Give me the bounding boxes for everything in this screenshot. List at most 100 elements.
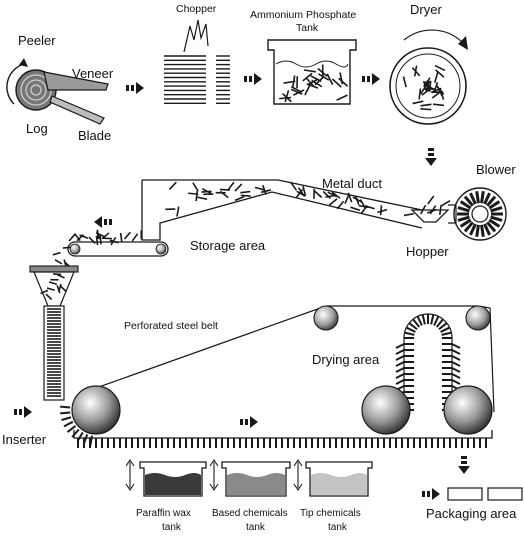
dryer-arrow-head-icon xyxy=(458,36,468,50)
storage-conveyor-icon xyxy=(68,242,168,256)
perforated-belt-label: Perforated steel belt xyxy=(124,320,218,332)
based-tank-group: Based chemicals tank xyxy=(210,460,290,533)
splint-icon xyxy=(404,214,414,216)
paraffin-lift-arrow-icon xyxy=(126,460,134,490)
inserter-group: Inserter xyxy=(2,266,78,447)
splint-icon xyxy=(279,97,291,98)
splint-icon xyxy=(121,233,122,242)
splint-icon xyxy=(235,184,242,191)
splint-icon xyxy=(240,192,250,193)
based-label-line2: tank xyxy=(246,522,266,533)
splint-icon xyxy=(193,183,198,192)
loop-splint-icon xyxy=(396,368,404,372)
belt-splint-icon xyxy=(60,412,70,413)
dryer-rotation-arrow-icon xyxy=(404,30,462,42)
splint-icon xyxy=(100,235,101,244)
splint-icon xyxy=(381,205,382,215)
hopper-label: Hopper xyxy=(406,244,449,259)
splint-icon xyxy=(428,196,434,204)
belt-roller-right-icon xyxy=(444,386,492,434)
matchbox-2-icon xyxy=(488,488,522,500)
loop-splint-icon xyxy=(396,344,404,348)
belt-splint-icon xyxy=(60,407,70,408)
loop-splint-icon xyxy=(452,368,460,372)
tip-lift-arrow-icon xyxy=(294,460,302,490)
inserter-chute-icon xyxy=(44,306,64,400)
belt-splint-icon xyxy=(64,422,73,427)
flow-arrow-3-icon xyxy=(362,73,380,85)
steel-belt-group: Perforated steel belt Drying area xyxy=(60,306,494,448)
loop-splint-icon xyxy=(452,356,460,360)
loop-splint-icon xyxy=(431,315,433,325)
paraffin-label-line2: tank xyxy=(162,522,182,533)
log-label: Log xyxy=(26,121,48,136)
loop-splint-icon xyxy=(452,380,460,384)
belt-splint-icon xyxy=(90,436,92,446)
loop-splint-icon xyxy=(441,328,450,332)
splint-icon xyxy=(177,207,179,217)
splint-icon xyxy=(351,207,360,210)
splint-icon xyxy=(228,182,234,190)
hopper-group: Hopper xyxy=(406,196,450,259)
belt-roller-top-left-icon xyxy=(314,306,338,330)
metal-duct-label: Metal duct xyxy=(322,176,382,191)
fan-blade-icon xyxy=(482,191,484,203)
belt-roller-top-right-icon xyxy=(466,306,490,330)
splint-icon xyxy=(169,182,176,189)
belt-lower-path xyxy=(74,430,492,438)
metal-duct-group: Metal duct xyxy=(142,176,422,240)
loop-splint-icon xyxy=(396,362,404,366)
tip-label-line1: Tip chemicals xyxy=(300,508,361,519)
splint-icon xyxy=(124,232,130,239)
splint-icon xyxy=(420,109,431,110)
dryer-label: Dryer xyxy=(410,2,442,17)
down-arrow-to-hopper-icon xyxy=(425,148,437,166)
belt-roller-left-icon xyxy=(72,386,120,434)
loop-splint-icon xyxy=(423,315,425,325)
fan-blade-icon xyxy=(477,191,479,203)
flow-arrow-left-icon xyxy=(94,216,112,228)
tip-tank-group: Tip chemicals tank xyxy=(294,460,372,533)
loop-splint-icon xyxy=(405,333,415,335)
splint-icon xyxy=(197,197,207,199)
storage-area-group: Storage area xyxy=(68,230,266,256)
dryer-group: Dryer xyxy=(390,2,468,124)
blower-hub-icon xyxy=(472,206,488,222)
splint-icon xyxy=(377,210,387,213)
storage-roller-right-icon xyxy=(156,244,166,254)
loop-splint-icon xyxy=(396,380,404,384)
matchbox-1-icon xyxy=(448,488,482,500)
splint-icon xyxy=(348,193,351,202)
belt-splint-icon xyxy=(72,430,79,438)
splint-icon xyxy=(196,191,197,201)
flow-arrow-inserter-icon xyxy=(14,406,32,418)
loop-splint-icon xyxy=(452,362,460,366)
flow-arrow-packaging-icon xyxy=(422,488,440,500)
chopped-strips-icon xyxy=(216,56,230,103)
blower-group: Blower xyxy=(448,162,516,240)
belt-splint-icon xyxy=(78,432,83,441)
flow-arrow-2-icon xyxy=(244,73,262,85)
loop-splint-icon xyxy=(406,328,415,332)
loop-splint-icon xyxy=(396,356,404,360)
belt-splint-icon xyxy=(61,417,71,420)
splint-icon xyxy=(241,195,251,196)
loop-splint-icon xyxy=(442,333,452,335)
fan-blade-icon xyxy=(482,225,484,237)
down-arrow-packaging-icon xyxy=(458,456,470,474)
loop-splint-icon xyxy=(396,374,404,378)
splint-icon xyxy=(63,247,71,248)
tip-label-line2: tank xyxy=(328,522,348,533)
flow-arrow-1-icon xyxy=(126,82,144,94)
splint-icon xyxy=(53,253,61,255)
loop-splint-icon xyxy=(452,350,460,354)
blower-label: Blower xyxy=(476,162,516,177)
peeler-label: Peeler xyxy=(18,33,56,48)
storage-roller-left-icon xyxy=(70,244,80,254)
splint-icon xyxy=(345,195,349,204)
packaging-area-label: Packaging area xyxy=(426,506,517,521)
splint-icon xyxy=(132,234,137,241)
belt-roller-middle-icon xyxy=(362,386,410,434)
splint-icon xyxy=(69,234,75,241)
